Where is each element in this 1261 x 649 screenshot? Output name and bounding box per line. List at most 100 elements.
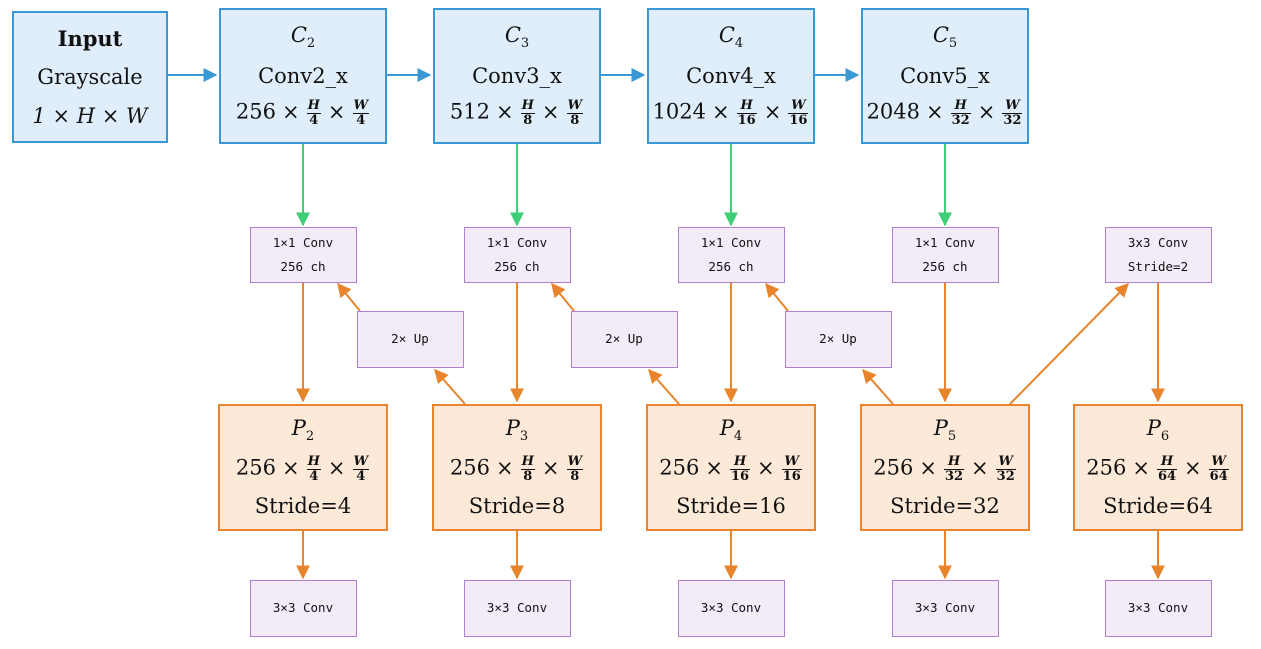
head-conv-4-label: 3×3 Conv — [914, 600, 976, 616]
upsample-2-label: 2× Up — [605, 331, 643, 347]
lateral-conv-4-detail: 256 ch — [922, 259, 968, 274]
backbone-c5-h-symbol: H — [950, 99, 971, 114]
backbone-c4-w-symbol: W — [788, 99, 809, 114]
backbone-c5-times-2: × — [977, 99, 996, 124]
head-conv-1: 3×3 Conv — [249, 580, 357, 637]
pyramid-p5-times-2: × — [971, 456, 989, 481]
pyramid-p6-h-symbol: H — [1156, 455, 1178, 471]
pyramid-p2-letter: P — [291, 416, 306, 441]
pyramid-p4-w-symbol: W — [781, 455, 802, 471]
pyramid-p6-h-divisor: 64 — [1157, 469, 1177, 485]
pyramid-p4-times-1: × — [705, 456, 723, 481]
backbone-c4-w-divisor: 16 — [789, 112, 808, 128]
head-conv-2-label: 3×3 Conv — [486, 600, 548, 616]
arrow-p5-to-upsample — [862, 368, 894, 405]
backbone-c2-label: C2 — [290, 22, 315, 50]
backbone-c4-letter: C — [718, 22, 735, 47]
pyramid-p2-stride: Stride=4 — [254, 493, 352, 518]
pyramid-p5-stride: Stride=32 — [890, 493, 1000, 518]
upsample-1: 2× Up — [356, 311, 464, 368]
pyramid-p2-subscript: 2 — [305, 429, 315, 445]
pyramid-p2-h-symbol: H — [306, 454, 321, 471]
head-conv-4: 3×3 Conv — [891, 580, 999, 637]
upsample-2: 2× Up — [570, 311, 678, 368]
pyramid-p6-channels: 256 — [1086, 456, 1127, 481]
pyramid-p4-w-divisor: 16 — [782, 469, 801, 485]
backbone-c2-name: Conv2_x — [258, 63, 348, 88]
pyramid-p3-label: P3 — [506, 418, 528, 444]
backbone-c2-times-1: × — [281, 99, 300, 124]
pyramid-p6-stride: Stride=64 — [1103, 493, 1213, 518]
arrow-upsample-to-lateral-3 — [765, 282, 789, 312]
backbone-c5-letter: C — [932, 22, 949, 47]
backbone-c2-times-2: × — [327, 99, 346, 124]
pyramid-p6-label: P6 — [1147, 418, 1170, 445]
upsample-3: 2× Up — [784, 311, 892, 368]
pyramid-p2-times-1: × — [281, 456, 300, 481]
pyramid-p3-times-1: × — [495, 456, 514, 481]
pyramid-p5-w-divisor: 32 — [996, 469, 1015, 485]
arrow-p4-to-upsample — [648, 368, 680, 405]
pyramid-p2-w-symbol: W — [352, 454, 370, 471]
arrow-p5-to-stride-conv — [1009, 283, 1129, 405]
pyramid-p6-times-2: × — [1184, 456, 1202, 481]
lateral-conv-1-op: 1×1 Conv — [272, 234, 334, 250]
pyramid-p2-h-divisor: 4 — [309, 469, 319, 485]
backbone-c3-channels: 512 — [449, 99, 490, 124]
backbone-c3-label: C3 — [505, 24, 529, 50]
upsample-3-label: 2× Up — [819, 331, 857, 347]
input-title: Input — [57, 25, 123, 51]
lateral-conv-3-op: 1×1 Conv — [700, 234, 762, 250]
pyramid-p2-channels: 256 — [235, 456, 276, 481]
pyramid-p4-subscript: 4 — [733, 429, 743, 445]
pyramid-p4-label: P4 — [720, 418, 743, 445]
pyramid-p3-w-symbol: W — [566, 454, 584, 471]
backbone-c5-h-divisor: 32 — [951, 112, 970, 128]
pyramid-p4-channels: 256 — [659, 456, 700, 481]
pyramid-p3-w-divisor: 8 — [570, 469, 580, 485]
backbone-c2-letter: C — [290, 22, 307, 47]
pyramid-p3-stride: Stride=8 — [468, 493, 566, 518]
head-conv-5-label: 3×3 Conv — [1127, 600, 1189, 616]
pyramid-p6-subscript: 6 — [1160, 429, 1170, 445]
backbone-c4-times-1: × — [712, 99, 730, 124]
backbone-c3-name: Conv3_x — [472, 63, 562, 88]
backbone-c3-w-divisor: 8 — [570, 112, 580, 128]
backbone-c2-h-symbol: H — [306, 97, 321, 114]
head-conv-1-label: 3×3 Conv — [272, 600, 334, 616]
pyramid-p2-label: P2 — [291, 416, 315, 445]
input-shape: 1 × H × W — [32, 103, 148, 128]
pyramid-p5-w-symbol: W — [995, 455, 1016, 471]
lateral-conv-5-op: 3x3 Conv — [1127, 234, 1189, 250]
pyramid-p5-h-symbol: H — [943, 455, 965, 471]
backbone-c4-label: C4 — [718, 22, 743, 50]
backbone-c3-h-symbol: H — [520, 97, 535, 114]
head-conv-3-label: 3×3 Conv — [700, 600, 762, 616]
pyramid-p3-h-divisor: 8 — [523, 469, 533, 485]
pyramid-p4-h-symbol: H — [729, 455, 751, 471]
